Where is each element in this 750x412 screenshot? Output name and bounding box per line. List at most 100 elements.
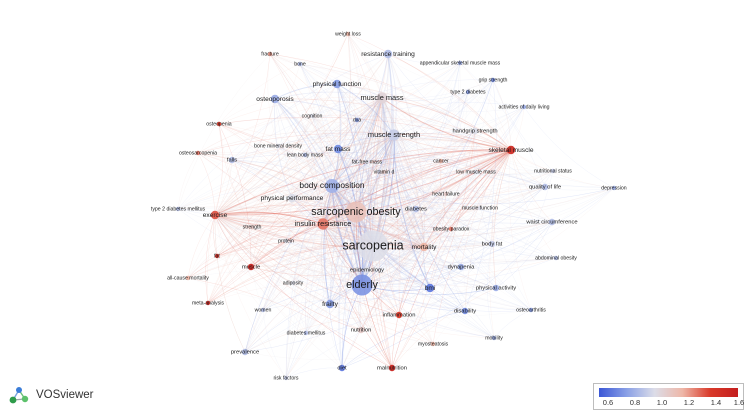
node-label-nutritional-status[interactable]: nutritional status [534, 168, 572, 174]
node-label-frailty[interactable]: frailty [322, 301, 338, 308]
node-label-strength[interactable]: strength [243, 224, 262, 230]
node-label-protein[interactable]: protein [278, 238, 294, 244]
node-body-fat[interactable] [488, 240, 496, 248]
node-disability[interactable] [461, 307, 469, 315]
node-adiposity[interactable] [290, 280, 296, 286]
node-low-muscle-mass[interactable] [473, 169, 479, 175]
node-physical-function[interactable] [332, 79, 342, 89]
node-diet[interactable] [338, 364, 346, 372]
node-label-falls[interactable]: falls [227, 158, 237, 164]
node-label-fracture[interactable]: fracture [261, 51, 279, 57]
node-muscle-mass[interactable] [376, 92, 388, 104]
node-fat-mass[interactable] [333, 144, 343, 154]
node-label-heart-failure[interactable]: heart failure [432, 191, 460, 197]
node-label-abdominal-obesity[interactable]: abdominal obesity [535, 255, 577, 261]
node-bmi[interactable] [425, 283, 435, 293]
node-falls[interactable] [228, 156, 236, 164]
node-label-muscle-strength[interactable]: muscle strength [368, 130, 420, 139]
node-quality-of-life[interactable] [541, 183, 549, 191]
node-label-type-2-diabetes[interactable]: type 2 diabetes [450, 89, 486, 95]
node-label-dxa[interactable]: dxa [353, 117, 361, 123]
node-inflammation[interactable] [395, 311, 403, 319]
node-label-grip-strength[interactable]: grip strength [479, 77, 508, 83]
node-label-all-cause-mortality[interactable]: all-cause mortality [167, 275, 209, 281]
node-label-osteopenia[interactable]: osteopenia [206, 121, 231, 127]
node-label-type-2-diabetes-mellitus[interactable]: type 2 diabetes mellitus [151, 206, 206, 212]
node-type-2-diabetes-mellitus[interactable] [175, 206, 181, 212]
node-women[interactable] [260, 307, 266, 313]
node-fat-free-mass[interactable] [364, 159, 370, 165]
node-label-malnutrition[interactable]: malnutrition [377, 366, 407, 372]
node-label-muscle-function[interactable]: muscle function [462, 205, 498, 211]
node-label-diabetes-mellitus[interactable]: diabetes mellitus [287, 330, 326, 336]
node-bone[interactable] [297, 61, 303, 67]
node-label-fat-free-mass[interactable]: fat-free mass [352, 159, 383, 165]
node-insulin-resistance[interactable] [317, 218, 329, 230]
node-label-sarcopenia[interactable]: sarcopenia [342, 238, 403, 252]
node-label-exercise[interactable]: exercise [203, 212, 228, 219]
node-label-mortality[interactable]: mortality [412, 244, 438, 251]
node-label-adiposity[interactable]: adiposity [283, 280, 304, 286]
node-appendicular-skeletal-muscle-mass[interactable] [457, 60, 463, 66]
node-cancer[interactable] [438, 158, 444, 164]
node-muscle-strength[interactable] [388, 129, 400, 141]
node-frailty[interactable] [325, 299, 335, 309]
node-label-resistance-training[interactable]: resistance training [361, 51, 415, 58]
node-label-obesity-paradox[interactable]: obesity paradox [433, 226, 470, 232]
node-label-disability[interactable]: disability [454, 309, 476, 315]
node-label-bone-mineral-density[interactable]: bone mineral density [254, 143, 302, 149]
node-nutrition[interactable] [357, 326, 365, 334]
node-label-physical-performance[interactable]: physical performance [261, 195, 324, 202]
node-physical-performance[interactable] [287, 193, 297, 203]
node-label-epidemiology[interactable]: epidemiology [350, 268, 384, 274]
node-label-muscle-mass[interactable]: muscle mass [360, 93, 403, 102]
node-label-depression[interactable]: depression [601, 185, 626, 191]
node-label-insulin-resistance[interactable]: insulin resistance [295, 219, 352, 228]
node-myosteatosis[interactable] [430, 341, 436, 347]
node-handgrip-strength[interactable] [471, 127, 479, 135]
node-label-waist-circumference[interactable]: waist circumference [525, 220, 577, 226]
node-cognition[interactable] [309, 113, 315, 119]
node-lean-body-mass[interactable] [302, 152, 308, 158]
node-label-fat[interactable]: fat [214, 253, 220, 259]
node-label-physical-activity[interactable]: physical activity [476, 286, 516, 292]
node-label-physical-function[interactable]: physical function [313, 81, 362, 88]
node-obesity-paradox[interactable] [448, 226, 454, 232]
node-label-diet[interactable]: diet [337, 366, 347, 372]
node-risk-factors[interactable] [283, 375, 289, 381]
node-bone-mineral-density[interactable] [275, 143, 281, 149]
node-label-bmi[interactable]: bmi [425, 285, 436, 292]
node-label-muscle[interactable]: muscle [242, 265, 260, 271]
node-fat[interactable] [214, 253, 220, 259]
node-label-risk-factors[interactable]: risk factors [273, 375, 298, 381]
node-label-elderly[interactable]: elderly [346, 279, 378, 291]
node-vitamin-d[interactable] [381, 169, 387, 175]
node-nutritional-status[interactable] [550, 168, 556, 174]
node-skeletal-muscle[interactable] [506, 145, 516, 155]
node-sarcopenia[interactable] [357, 230, 389, 262]
node-heart-failure[interactable] [443, 191, 449, 197]
node-muscle-function[interactable] [477, 205, 483, 211]
node-label-lean-body-mass[interactable]: lean body mass [287, 152, 324, 158]
node-dynapenia[interactable] [457, 263, 465, 271]
node-label-low-muscle-mass[interactable]: low muscle mass [456, 169, 496, 175]
node-sarcopenic-obesity[interactable] [345, 201, 367, 223]
node-label-nutrition[interactable]: nutrition [351, 328, 372, 334]
node-type-2-diabetes[interactable] [465, 89, 471, 95]
node-label-vitamin-d[interactable]: vitamin d [374, 169, 395, 175]
node-weight-loss[interactable] [345, 31, 351, 37]
node-label-weight-loss[interactable]: weight loss [335, 31, 361, 37]
node-meta-analysis[interactable] [205, 300, 211, 306]
node-epidemiology[interactable] [363, 266, 371, 274]
node-depression[interactable] [611, 185, 617, 191]
node-label-quality-of-life[interactable]: quality of life [529, 185, 561, 191]
node-resistance-training[interactable] [383, 49, 393, 59]
node-osteoarthritis[interactable] [528, 307, 534, 313]
node-label-osteosarcopenia[interactable]: osteosarcopenia [179, 150, 217, 156]
node-prevalence[interactable] [241, 348, 249, 356]
node-fracture[interactable] [267, 51, 273, 57]
node-activities-of-daily-living[interactable] [521, 104, 527, 110]
node-body-composition[interactable] [325, 179, 339, 193]
node-mobility[interactable] [491, 335, 497, 341]
